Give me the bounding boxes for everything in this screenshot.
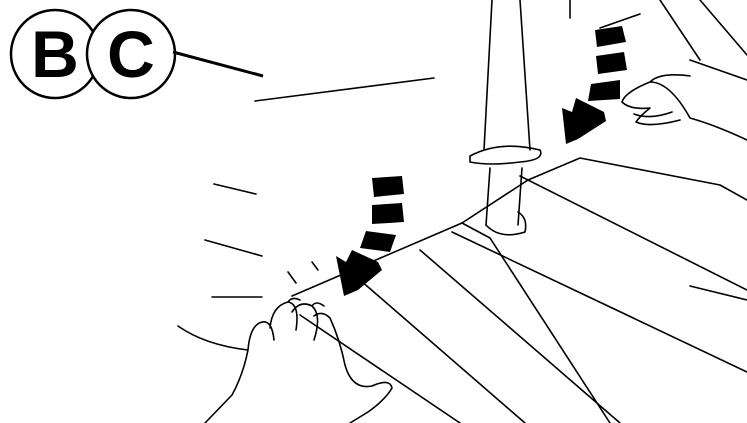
motion-arrow-icon (562, 26, 627, 144)
frame-edge (690, 60, 747, 80)
line-art (178, 0, 747, 423)
panel-edge (520, 176, 747, 290)
motion-arrow-icon (336, 176, 404, 296)
hand-icon (178, 302, 392, 423)
frame-edge (600, 14, 640, 28)
hand-icon (622, 75, 747, 140)
callout-leader-line (173, 52, 263, 76)
panel-edge (255, 78, 434, 101)
panel-edge (690, 286, 747, 300)
panel-edge (462, 158, 747, 223)
panel-edge (300, 315, 460, 423)
panel-edge (292, 223, 610, 423)
callout-c-label: C (107, 17, 155, 91)
upright-foot (486, 212, 526, 235)
motion-line (205, 240, 262, 256)
panel-edge (360, 280, 525, 423)
frame-edge (700, 0, 747, 55)
panel-edge (452, 232, 747, 372)
motion-line (312, 262, 318, 270)
upright-panel (484, 0, 530, 150)
panel-edge (420, 250, 620, 423)
callout-b-label: B (31, 17, 79, 91)
motion-line (288, 272, 296, 283)
frame-edge (660, 0, 700, 60)
motion-line (214, 184, 256, 194)
callout-group: B C (11, 10, 263, 98)
